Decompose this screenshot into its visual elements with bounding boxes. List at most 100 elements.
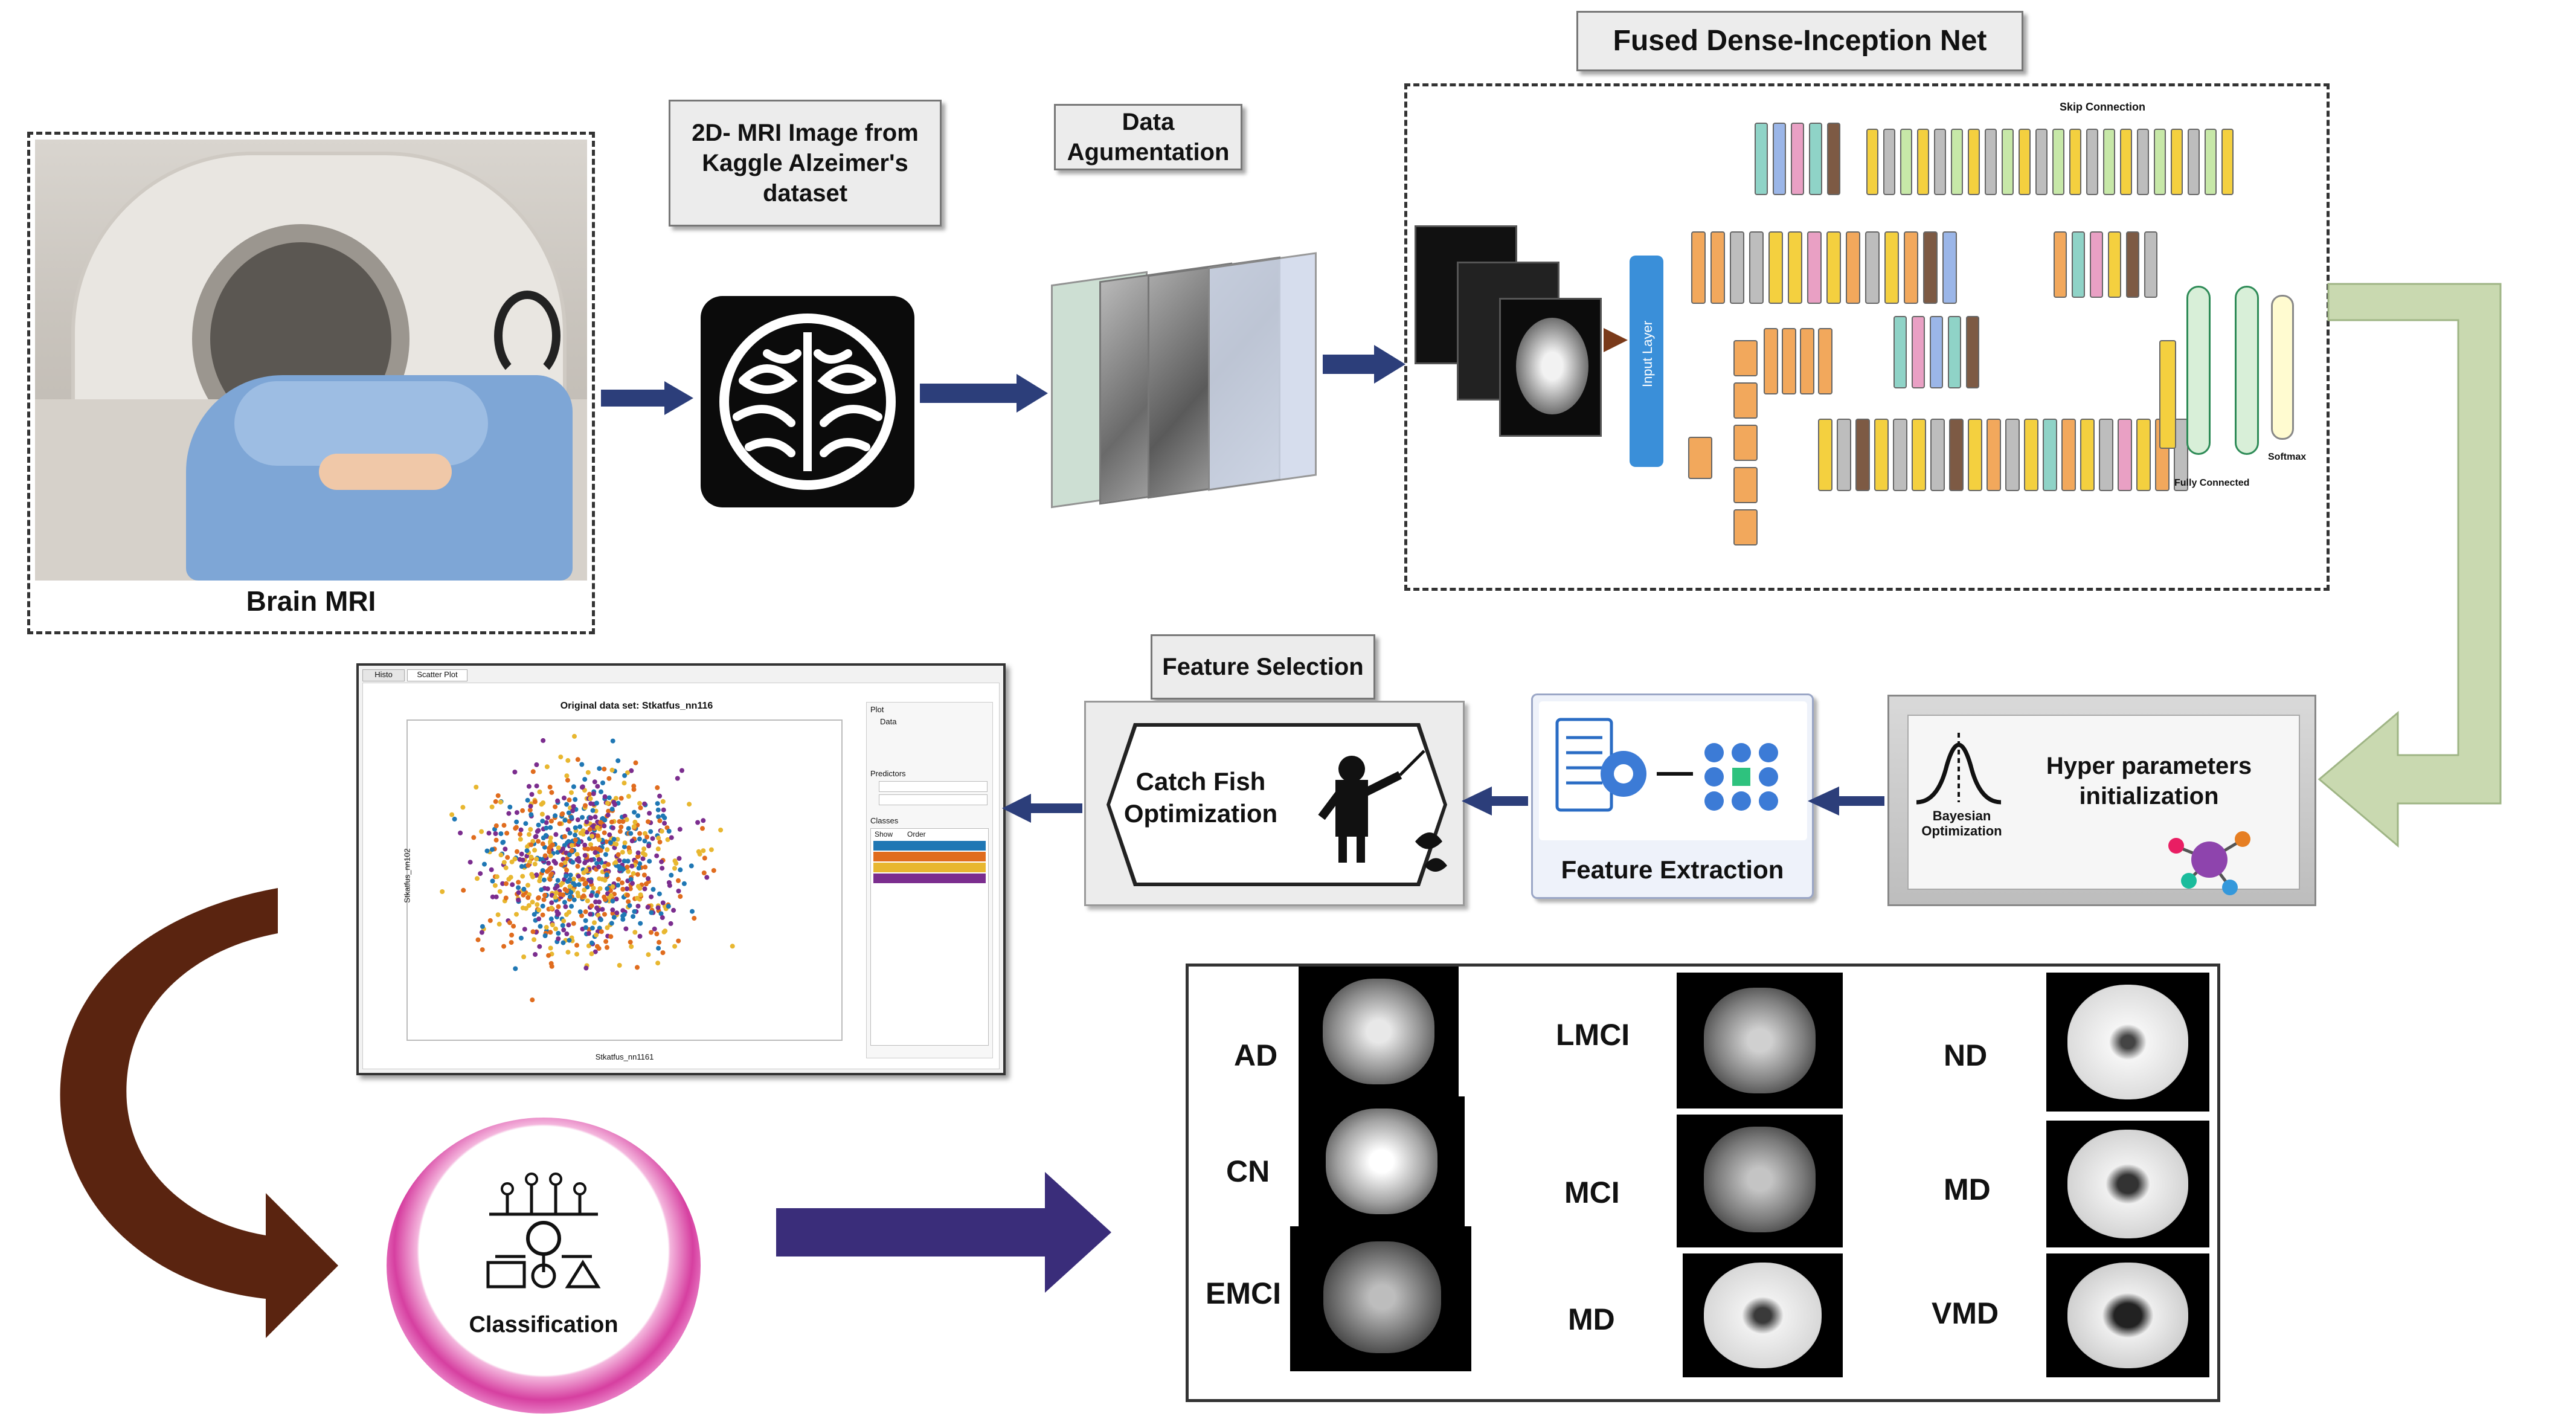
scatter-point (556, 936, 561, 941)
scatter-point (536, 838, 541, 844)
scatter-point (649, 910, 654, 915)
scatter-tab-histo[interactable]: Histo (362, 669, 405, 681)
scatter-point (576, 893, 581, 899)
scatter-point (643, 881, 649, 887)
scatter-point (547, 849, 552, 854)
scatter-point (704, 875, 710, 880)
scatter-point (555, 878, 560, 883)
scatter-point (602, 912, 607, 917)
scatter-point (520, 857, 525, 863)
scatter-point (641, 872, 647, 878)
scatter-point (582, 860, 588, 866)
scatter-point (555, 912, 560, 917)
scatter-point (528, 803, 533, 809)
scatter-point (620, 819, 626, 824)
scatter-point (548, 825, 553, 830)
scatter-point (568, 890, 574, 895)
scatter-point (506, 811, 512, 816)
scatter-point (593, 814, 598, 820)
layer-block (1865, 231, 1880, 304)
scatter-point (637, 831, 643, 836)
scatter-point (516, 890, 521, 895)
scatter-point (655, 960, 661, 966)
scatter-point (547, 846, 552, 851)
scatter-point (638, 892, 643, 898)
scatter-point (583, 803, 588, 808)
side-data-radio[interactable]: Data (880, 717, 897, 726)
class-label-vmd: VMD (1932, 1296, 1999, 1330)
scatter-point (589, 857, 594, 863)
scatter-point (606, 808, 611, 814)
layer-block (1968, 419, 1982, 491)
scatter-point (669, 835, 674, 840)
scatter-point (654, 853, 660, 858)
layer-block (2159, 340, 2176, 449)
scatter-point (593, 846, 599, 851)
scatter-point (626, 899, 631, 904)
arrow-brain-to-augment (920, 374, 1048, 413)
scatter-point (553, 804, 558, 809)
scatter-point (617, 858, 622, 863)
scatter-point (530, 874, 536, 880)
layer-block (1966, 316, 1979, 388)
scatter-point (537, 944, 542, 949)
scatter-point (516, 897, 521, 903)
scatter-point (458, 830, 463, 835)
layer-block (2108, 231, 2121, 298)
scatter-point (544, 925, 549, 930)
scatter-point (643, 864, 648, 870)
scatter-point (511, 924, 516, 929)
layer-block (1818, 328, 1832, 394)
scatter-point (692, 916, 697, 921)
scatter-point (701, 870, 707, 875)
scatter-point (493, 831, 498, 836)
brain-mri-caption: Brain MRI (246, 585, 376, 617)
layer-block (1930, 419, 1945, 491)
scatter-point (622, 858, 627, 864)
scatter-point (634, 895, 640, 901)
scatter-point (460, 805, 466, 810)
scatter-point (564, 802, 570, 807)
scatter-point (600, 780, 605, 785)
scatter-point (660, 900, 666, 906)
scatter-point (557, 821, 562, 826)
scatter-point (711, 868, 716, 873)
scatter-point (597, 837, 602, 842)
scatter-point (635, 884, 641, 889)
scatter-point (611, 915, 617, 920)
scatter-point (515, 849, 519, 854)
scatter-point (596, 907, 601, 913)
scatter-point (620, 849, 625, 855)
scan-md-2 (2046, 1121, 2209, 1247)
scatter-point (504, 881, 509, 886)
scatter-point (545, 815, 550, 820)
scatter-point (574, 852, 580, 857)
scatter-point (593, 949, 598, 954)
scatter-point (571, 921, 576, 926)
scatter-point (637, 861, 643, 866)
scatter-point (642, 886, 647, 892)
scatter-point (622, 912, 627, 917)
scatter-point (542, 853, 548, 858)
scatter-point (532, 937, 537, 942)
layer-block (1733, 340, 1758, 376)
scatter-point (582, 887, 587, 893)
scatter-tab-plot[interactable]: Scatter Plot (407, 669, 467, 681)
layer-block (1749, 231, 1764, 304)
scatter-point (490, 878, 495, 884)
scatter-point (573, 797, 578, 802)
scatter-point (627, 903, 632, 909)
scatter-point (629, 863, 635, 869)
mri-scanner-photo (35, 140, 587, 581)
scatter-point (660, 866, 665, 871)
scatter-point (657, 818, 663, 823)
scatter-point (589, 951, 594, 956)
scan-lmci (1677, 973, 1843, 1108)
layer-block (2043, 419, 2057, 491)
scatter-point (498, 799, 503, 805)
scatter-point (514, 819, 519, 825)
scatter-point (532, 799, 538, 805)
scatter-point (676, 938, 681, 944)
layer-block (1934, 129, 1946, 195)
scatter-point (540, 903, 545, 909)
